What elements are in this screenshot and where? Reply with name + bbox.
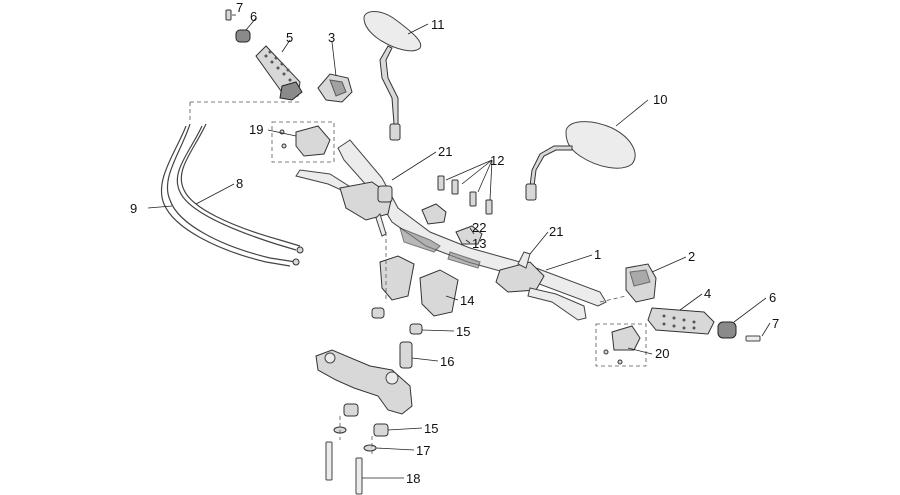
callout-22: 22 (472, 220, 486, 235)
right-grip (647, 307, 761, 342)
callout-19: 19 (249, 122, 263, 137)
callout-20: 20 (655, 346, 669, 361)
callout-6-top: 6 (250, 9, 257, 24)
left-bracket (271, 121, 335, 163)
callout-1: 1 (594, 247, 601, 262)
callout-12: 12 (490, 153, 504, 168)
callout-4: 4 (704, 286, 711, 301)
right-switch (625, 263, 657, 303)
left-mirror (363, 11, 422, 141)
bar-end-left (225, 9, 251, 43)
bushings (371, 307, 423, 369)
alignment-lines (189, 101, 627, 456)
callout-17: 17 (416, 443, 430, 458)
right-bracket (595, 323, 647, 367)
brake-cables (160, 123, 304, 267)
callout-labels: 7 6 5 3 11 10 19 21 12 8 9 22 13 21 1 2 … (130, 0, 779, 486)
right-mirror (525, 121, 636, 201)
callout-8: 8 (236, 176, 243, 191)
callout-10: 10 (653, 92, 667, 107)
callout-9: 9 (130, 201, 137, 216)
callout-11: 11 (431, 17, 445, 32)
callout-7-top: 7 (236, 0, 243, 15)
callout-21-upper: 21 (438, 144, 452, 159)
callout-21-lower: 21 (549, 224, 563, 239)
callout-2: 2 (688, 249, 695, 264)
callout-14: 14 (460, 293, 474, 308)
left-lever-assembly (295, 169, 393, 237)
lower-clamps (379, 255, 459, 317)
riser-clamps (421, 175, 493, 245)
callout-6-right: 6 (769, 290, 776, 305)
leader-lines (147, 14, 771, 479)
callout-3: 3 (328, 30, 335, 45)
left-switch (317, 73, 353, 103)
callout-16: 16 (440, 354, 454, 369)
callout-13: 13 (472, 236, 486, 251)
callout-18: 18 (406, 471, 420, 486)
top-yoke (315, 349, 413, 415)
right-lever-assembly (495, 251, 587, 321)
left-grip (255, 45, 303, 101)
callout-7-right: 7 (772, 316, 779, 331)
callout-15-lower: 15 (424, 421, 438, 436)
callout-5: 5 (286, 30, 293, 45)
lower-hardware (325, 403, 389, 495)
callout-15-upper: 15 (456, 324, 470, 339)
